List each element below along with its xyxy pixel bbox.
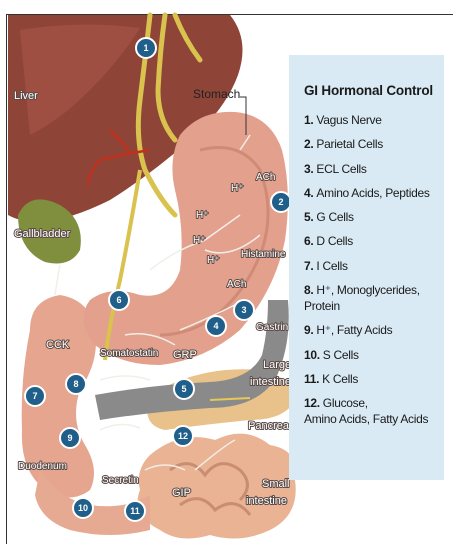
label-ach-mid: ACh (227, 279, 246, 290)
badge-2: 2 (271, 192, 291, 212)
label-duodenum: Duodenum (18, 461, 67, 472)
legend-panel: GI Hormonal Control 1.Vagus Nerve 2.Pari… (289, 55, 444, 480)
svg-text:11: 11 (130, 506, 140, 516)
label-gip: GIP (172, 487, 191, 499)
svg-text:1: 1 (143, 43, 148, 53)
legend-item-number: 11. (304, 372, 319, 386)
legend-item-number: 7. (304, 259, 313, 273)
svg-text:4: 4 (213, 321, 218, 331)
legend-title: GI Hormonal Control (304, 83, 444, 98)
svg-text:2: 2 (278, 197, 283, 207)
legend-item: 8.H⁺, Monoglycerides,Protein (304, 282, 444, 314)
label-small-intestine-1: Small (262, 478, 290, 490)
label-secretin: Secretin (102, 475, 139, 486)
badge-5: 5 (174, 379, 194, 399)
badge-12: 12 (173, 426, 193, 446)
label-hplus-3: H⁺ (193, 235, 206, 246)
legend-item-number: 10. (304, 348, 320, 362)
legend-item-text: G Cells (316, 210, 353, 224)
label-stomach: Stomach (193, 87, 240, 101)
legend-item-number: 9. (304, 323, 313, 337)
badge-8: 8 (66, 374, 86, 394)
legend-item-text-line2: Amino Acids, Fatty Acids (304, 411, 444, 427)
legend-item: 7.I Cells (304, 258, 444, 274)
badge-7: 7 (25, 386, 45, 406)
label-hplus-4: H⁺ (207, 255, 220, 266)
svg-text:12: 12 (178, 431, 188, 441)
label-histamine: Histamine (241, 249, 286, 260)
legend-item-text: ECL Cells (316, 162, 366, 176)
label-liver: Liver (14, 90, 38, 102)
legend-item: 12.Glucose,Amino Acids, Fatty Acids (304, 395, 444, 427)
legend-item-text: I Cells (316, 259, 347, 273)
legend-item: 6.D Cells (304, 233, 444, 249)
legend-item: 3.ECL Cells (304, 161, 444, 177)
label-grp: GRP (173, 349, 197, 361)
legend-item-text: Parietal Cells (316, 137, 383, 151)
legend-item: 2.Parietal Cells (304, 136, 444, 152)
badge-3: 3 (234, 300, 254, 320)
svg-text:5: 5 (181, 384, 186, 394)
badge-11: 11 (125, 501, 145, 521)
label-large-intestine-2: intestine (250, 376, 291, 388)
legend-item-text: H⁺, Fatty Acids (316, 323, 392, 337)
svg-text:3: 3 (241, 305, 246, 315)
legend-item-number: 8. (304, 283, 313, 297)
legend-item: 1.Vagus Nerve (304, 112, 444, 128)
legend-item-number: 3. (304, 162, 313, 176)
legend-item: 11.K Cells (304, 371, 444, 387)
svg-text:6: 6 (116, 295, 121, 305)
label-ach-top: ACh (256, 172, 275, 183)
label-pancreas: Pancreas (248, 420, 295, 432)
svg-text:7: 7 (32, 391, 37, 401)
svg-text:9: 9 (67, 433, 72, 443)
legend-item-text: D Cells (316, 234, 353, 248)
legend-item: 5.G Cells (304, 209, 444, 225)
legend-item-number: 6. (304, 234, 313, 248)
legend-item-text: Glucose, (323, 396, 368, 410)
legend-item-number: 1. (304, 113, 313, 127)
label-cck: CCK (46, 339, 70, 351)
legend-item-text: Amino Acids, Peptides (316, 186, 429, 200)
label-somatostatin: Somatostatin (100, 348, 158, 359)
badge-10: 10 (73, 498, 93, 518)
label-hplus-1: H⁺ (231, 183, 244, 194)
svg-text:8: 8 (73, 379, 78, 389)
legend-item: 4.Amino Acids, Peptides (304, 185, 444, 201)
legend-item-text: S Cells (323, 348, 359, 362)
svg-text:10: 10 (78, 503, 88, 513)
legend-list: 1.Vagus Nerve 2.Parietal Cells 3.ECL Cel… (304, 112, 444, 427)
label-gastrin: Gastrin (256, 322, 288, 333)
legend-item: 10.S Cells (304, 347, 444, 363)
legend-item-text-line2: Protein (304, 298, 444, 314)
legend-item-text: Vagus Nerve (316, 113, 381, 127)
legend-item-number: 4. (304, 186, 313, 200)
badge-9: 9 (60, 428, 80, 448)
badge-4: 4 (206, 316, 226, 336)
legend-item-text: K Cells (322, 372, 358, 386)
legend-item-number: 5. (304, 210, 313, 224)
label-gallbladder: Gallbladder (14, 228, 71, 240)
badge-1: 1 (136, 38, 156, 58)
legend-item-text: H⁺, Monoglycerides, (316, 283, 419, 297)
legend-item-number: 12. (304, 396, 320, 410)
label-hplus-2: H⁺ (196, 210, 209, 221)
label-small-intestine-2: intestine (246, 495, 287, 507)
badge-6: 6 (109, 290, 129, 310)
legend-item-number: 2. (304, 137, 313, 151)
legend-item: 9.H⁺, Fatty Acids (304, 322, 444, 338)
label-large-intestine-1: Large (263, 359, 291, 371)
